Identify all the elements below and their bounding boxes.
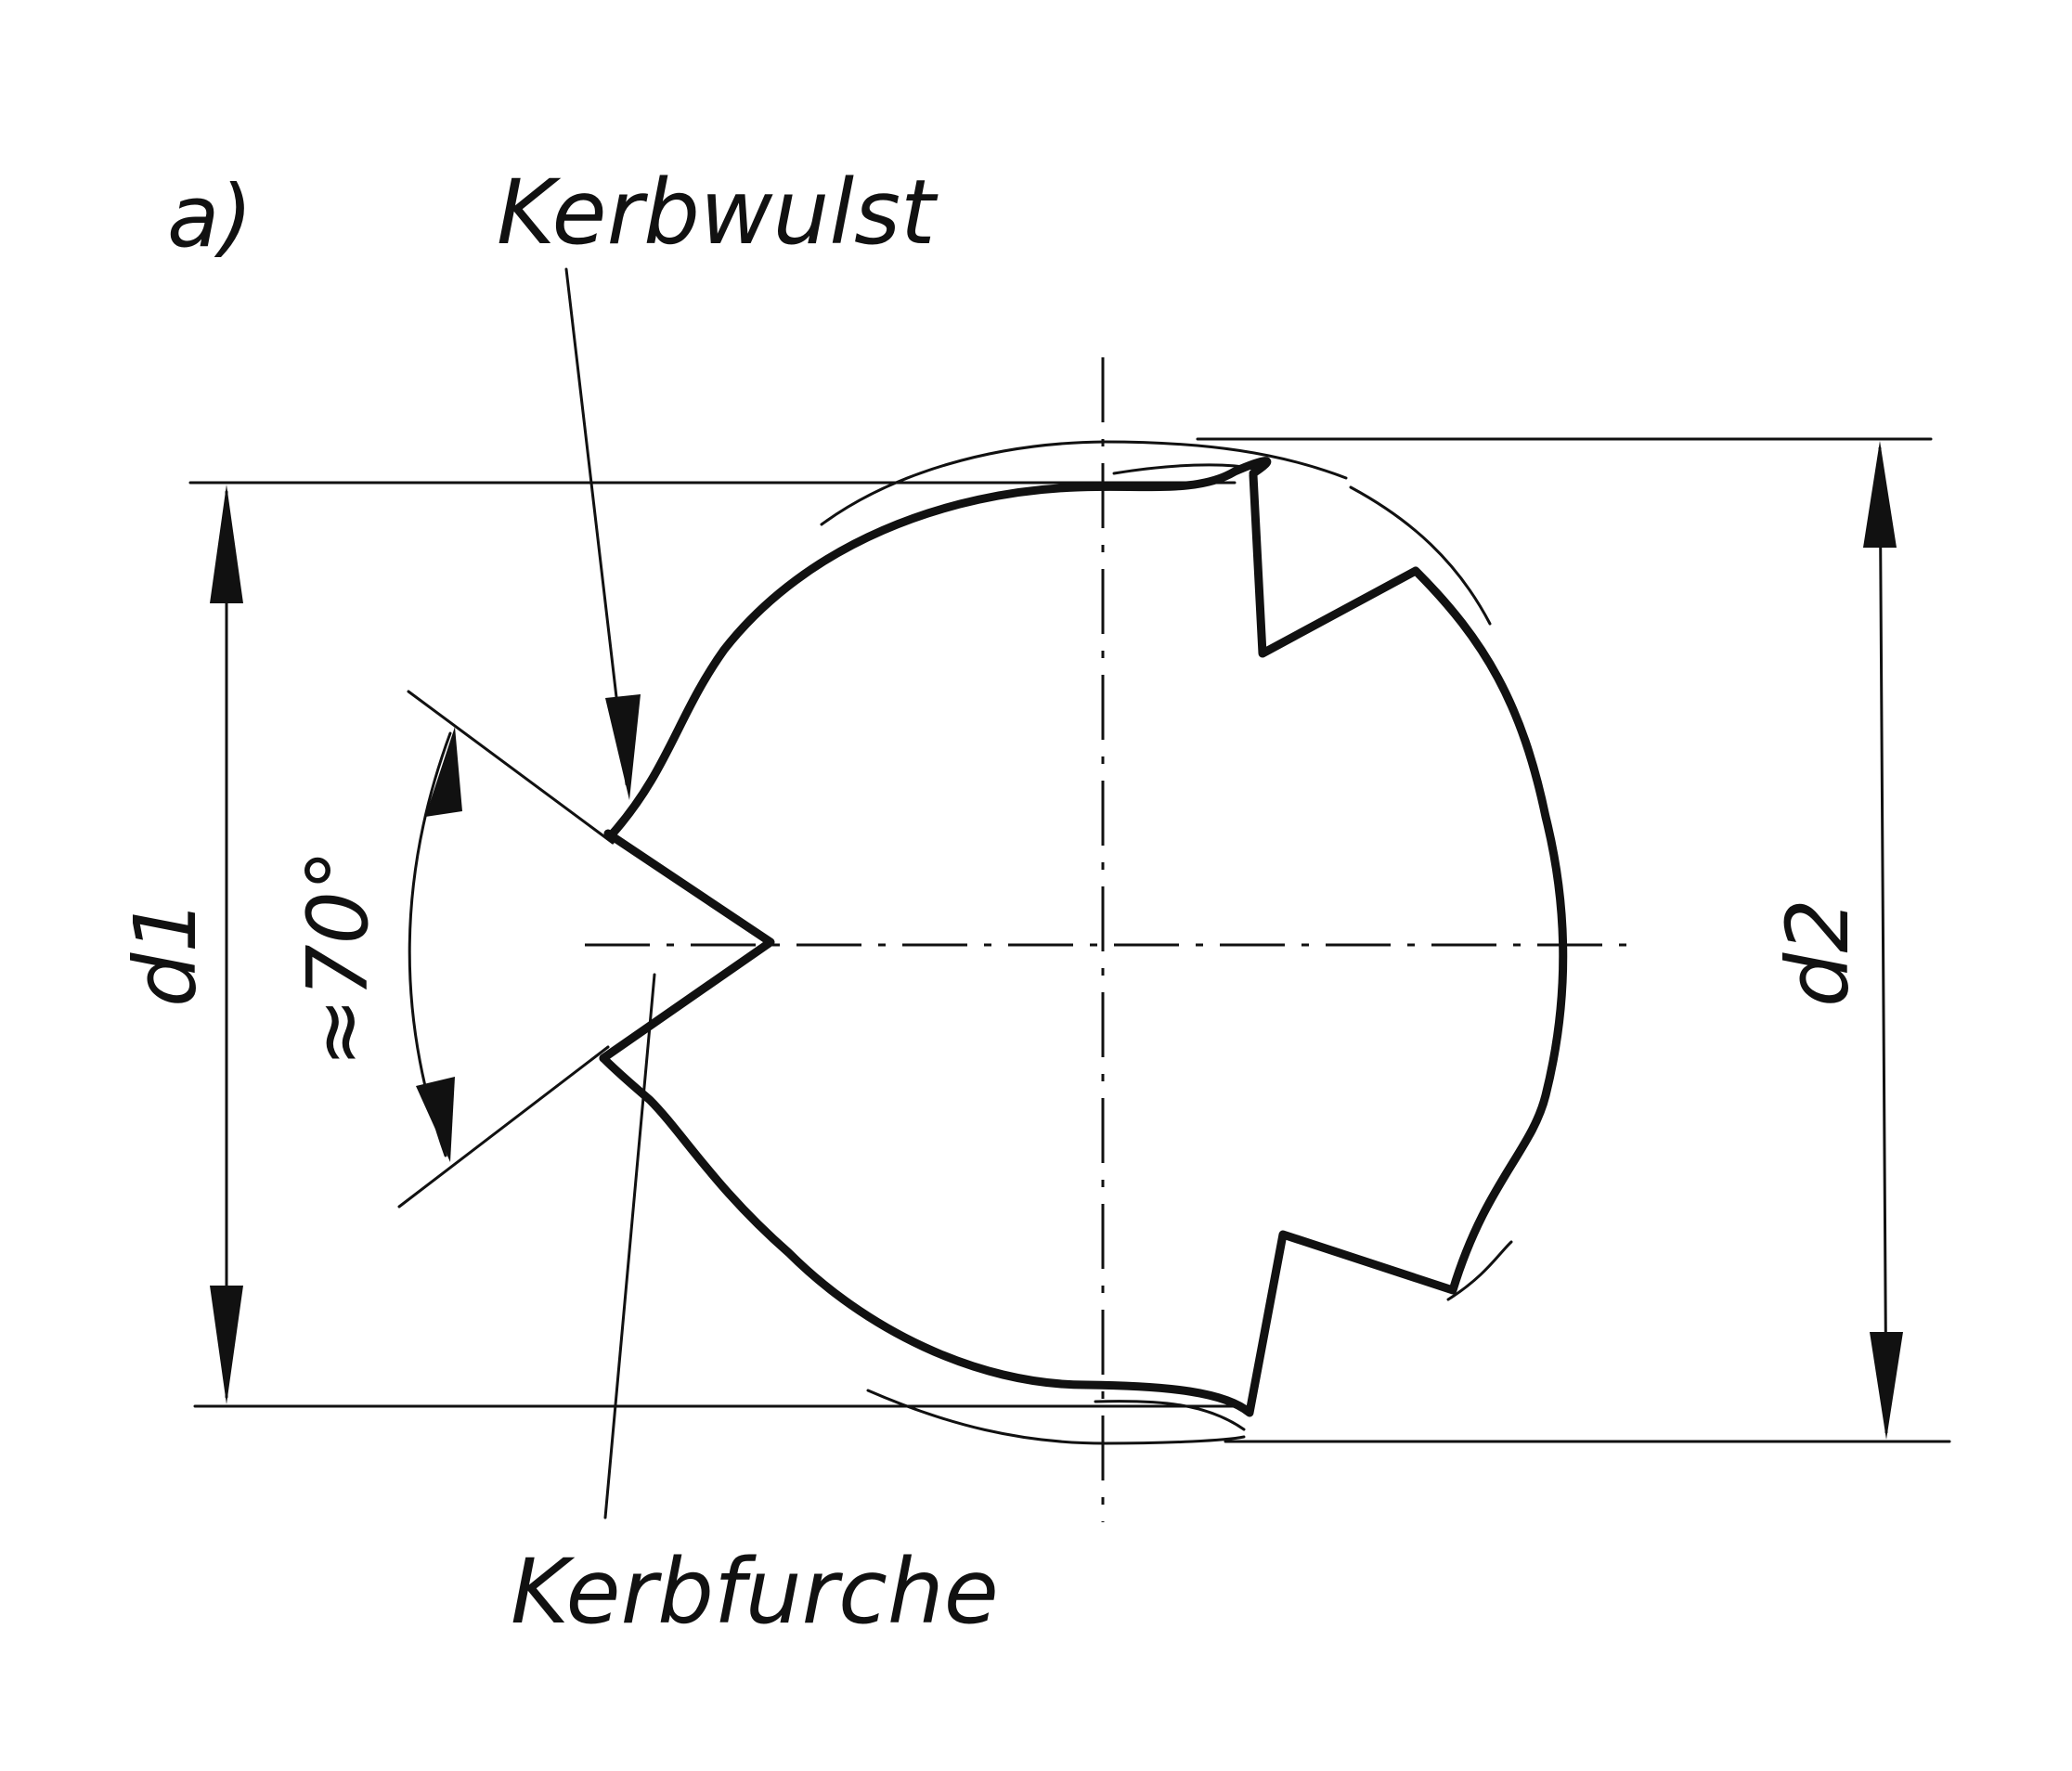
upper-right-outer-arc: [1349, 485, 1492, 626]
pin-main-contour: [599, 457, 1568, 1417]
groove-angle: ≈70°: [290, 690, 615, 1209]
groove-v: [599, 829, 775, 1063]
kerbfurche-leader-line: [603, 973, 656, 1519]
outer-contour-arcs: [820, 440, 1513, 1445]
upper-flank-extension-line: [407, 690, 615, 845]
d2-top-arrowhead: [1863, 441, 1897, 548]
d2-dimension-line: [1878, 446, 1888, 1434]
kerbwulst-label: Kerbwulst: [497, 161, 939, 265]
lower-right-outer-arc: [1446, 1240, 1513, 1301]
extension-lines: [188, 437, 1951, 1443]
angle-arc-bottom-arrowhead: [416, 1077, 455, 1162]
centerlines: [585, 357, 1634, 1522]
bottom-inner-wulst-arc: [1094, 1400, 1246, 1431]
kerbwulst-leader-arrowhead: [605, 694, 641, 800]
d2-label: d2: [1768, 898, 1868, 1007]
kerbfurche-label: Kerbfurche: [511, 1540, 999, 1644]
angle-label: ≈70°: [290, 849, 387, 1067]
top-inner-wulst-arc: [1112, 463, 1255, 475]
lower-flank-extension-line: [397, 1045, 610, 1209]
d2-dimension: d2: [1768, 441, 1903, 1440]
d1-label: d1: [116, 898, 215, 1007]
callout-leaders: [564, 267, 656, 1519]
d1-top-arrowhead: [210, 485, 243, 603]
d1-dimension: d1: [116, 485, 243, 1404]
top-outer-arc: [820, 440, 1348, 526]
bottom-outer-arc: [866, 1389, 1246, 1445]
d1-bottom-arrowhead: [210, 1286, 243, 1404]
d2-bottom-arrowhead: [1870, 1332, 1903, 1440]
panel-label: a): [167, 167, 253, 266]
pin-outline: [599, 457, 1568, 1417]
angle-arc-top-arrowhead: [425, 727, 462, 817]
